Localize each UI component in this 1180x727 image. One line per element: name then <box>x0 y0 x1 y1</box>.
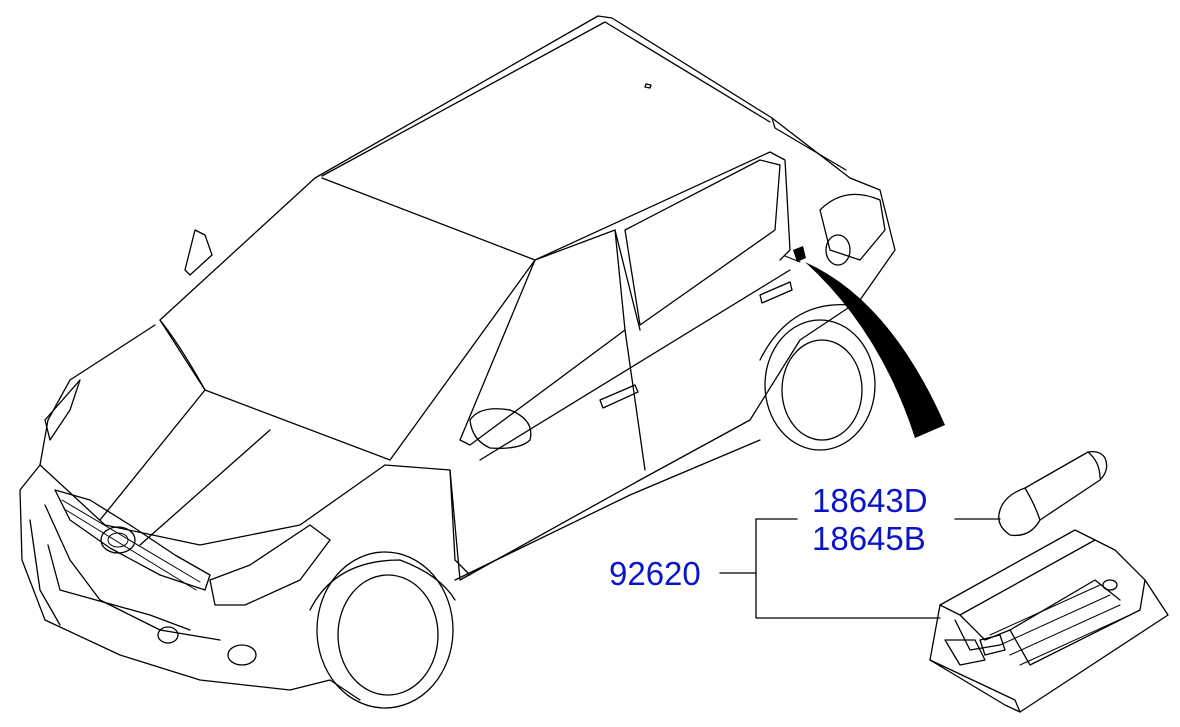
bulb-part[interactable] <box>998 450 1108 537</box>
car-illustration <box>19 15 896 709</box>
callout-arrow <box>805 262 945 438</box>
lamp-housing-part[interactable] <box>929 529 1169 713</box>
leader-lines <box>719 518 1001 619</box>
part-number-92620[interactable]: 92620 <box>609 555 701 592</box>
part-number-18645B[interactable]: 18645B <box>812 520 926 557</box>
part-number-18643D[interactable]: 18643D <box>812 482 928 519</box>
